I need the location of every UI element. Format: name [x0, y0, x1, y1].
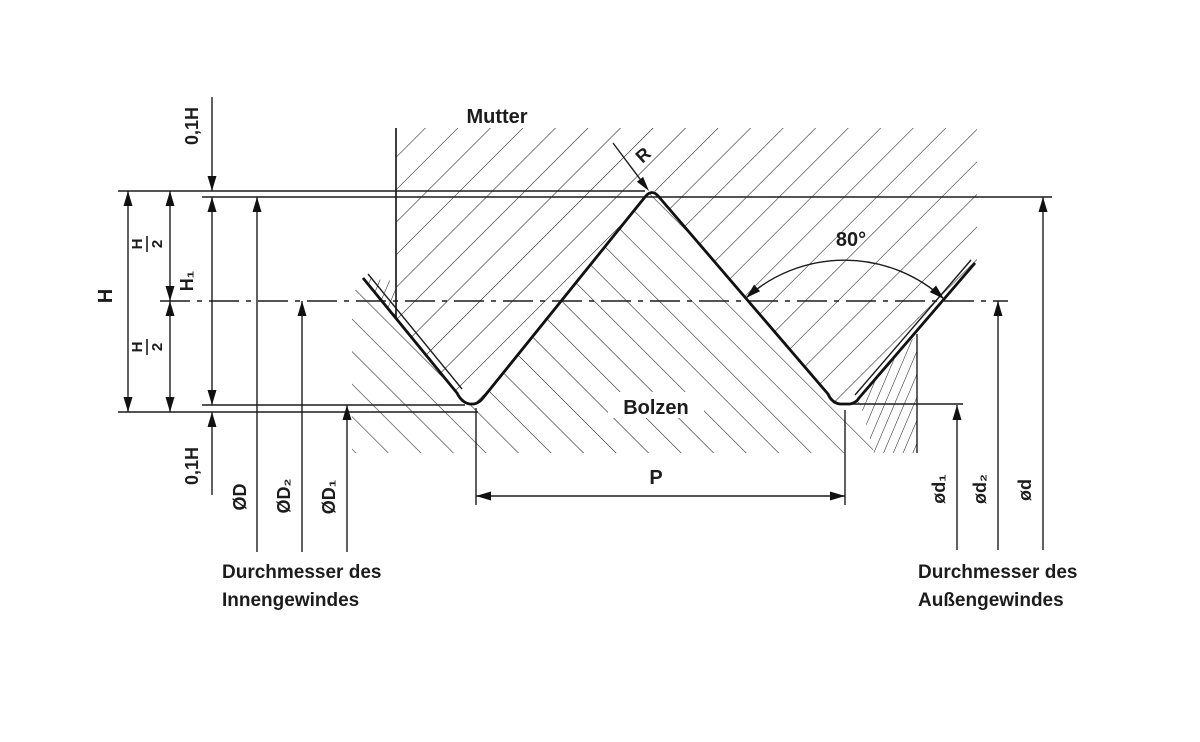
label-H2-upper-num: H [129, 239, 146, 250]
caption-external-line1: Durchmesser des [918, 562, 1077, 583]
thread-sliver-right-hatch [859, 334, 917, 453]
label-d1: ød₁ [929, 474, 949, 503]
label-01H-top: 0,1H [182, 107, 202, 145]
label-bolzen-group: Bolzen [608, 392, 704, 419]
thread-profile-outline [361, 191, 977, 406]
label-d-group: ød [1015, 479, 1035, 501]
label-H2-lower-group: H 2 [129, 339, 166, 355]
angle-arc [745, 259, 945, 300]
label-01H-top-group: 0,1H [182, 107, 202, 145]
flank-contact-line-right [854, 259, 972, 396]
label-D2-group: ØD₂ [274, 479, 294, 514]
arrow-H1-bottom [207, 390, 217, 405]
radius-leader-line [612, 142, 644, 184]
flank-contact-line-left [367, 273, 463, 390]
arrow-arc-left [746, 284, 761, 298]
arrow-H2-top [165, 191, 175, 206]
label-d: ød [1015, 479, 1035, 501]
label-H2-lower-den: 2 [149, 343, 166, 351]
label-H1: H₁ [177, 271, 197, 291]
label-01H-bottom: 0,1H [182, 447, 202, 485]
profile-contour [361, 191, 977, 406]
arrowheads [123, 176, 1048, 501]
section-edges [395, 128, 918, 453]
arrow-H-top [123, 191, 133, 206]
reference-lines [118, 190, 1052, 413]
arrow-d2 [993, 301, 1003, 316]
label-bolzen: Bolzen [623, 397, 689, 419]
label-01H-bottom-group: 0,1H [182, 447, 202, 485]
caption-external-line2: Außengewindes [918, 590, 1064, 611]
dimension-lines [127, 97, 1044, 552]
label-H-group: H [95, 289, 117, 303]
labels: Mutter Bolzen R 80° P 0,1H H H 2 H 2 H₁ [95, 106, 1077, 611]
label-pitch: P [649, 467, 662, 489]
bolt-section-hatch [352, 188, 874, 453]
label-D2: ØD₂ [274, 479, 294, 514]
label-H2-lower-num: H [129, 342, 146, 353]
label-D1-group: ØD₁ [319, 480, 339, 514]
label-D: ØD [230, 483, 250, 510]
arrow-radius [636, 176, 649, 191]
arrow-H2-bottom [165, 397, 175, 412]
label-d2-group: ød₂ [970, 474, 990, 504]
label-D-group: ØD [230, 483, 250, 510]
label-angle: 80° [836, 229, 866, 251]
arrow-D2 [297, 301, 307, 316]
label-bolzen-mask [608, 392, 704, 418]
arrow-P-left [476, 491, 491, 501]
arrow-01H-top [207, 176, 217, 191]
label-H2-upper-den: 2 [149, 240, 166, 248]
arrow-D [252, 197, 262, 212]
arrow-d1 [952, 405, 962, 420]
arrow-H2-mid-lower [165, 301, 175, 316]
label-H: H [95, 289, 117, 303]
arrow-P-right [830, 491, 845, 501]
arrow-D1 [342, 405, 352, 420]
label-mutter: Mutter [466, 106, 527, 128]
arrow-01H-bottom [207, 412, 217, 427]
caption-internal-line1: Durchmesser des [222, 562, 381, 583]
label-H2-upper-group: H 2 [129, 236, 166, 252]
arrow-H2-mid-upper [165, 286, 175, 301]
caption-internal-line2: Innengewindes [222, 590, 359, 611]
label-d1-group: ød₁ [929, 474, 949, 503]
label-d2: ød₂ [970, 474, 990, 504]
arrow-arc-right [929, 285, 944, 299]
label-H1-group: H₁ [177, 271, 197, 291]
arrow-H-bottom [123, 397, 133, 412]
arrow-H1-top [207, 197, 217, 212]
label-D1: ØD₁ [319, 480, 339, 514]
arrow-d [1038, 197, 1048, 212]
